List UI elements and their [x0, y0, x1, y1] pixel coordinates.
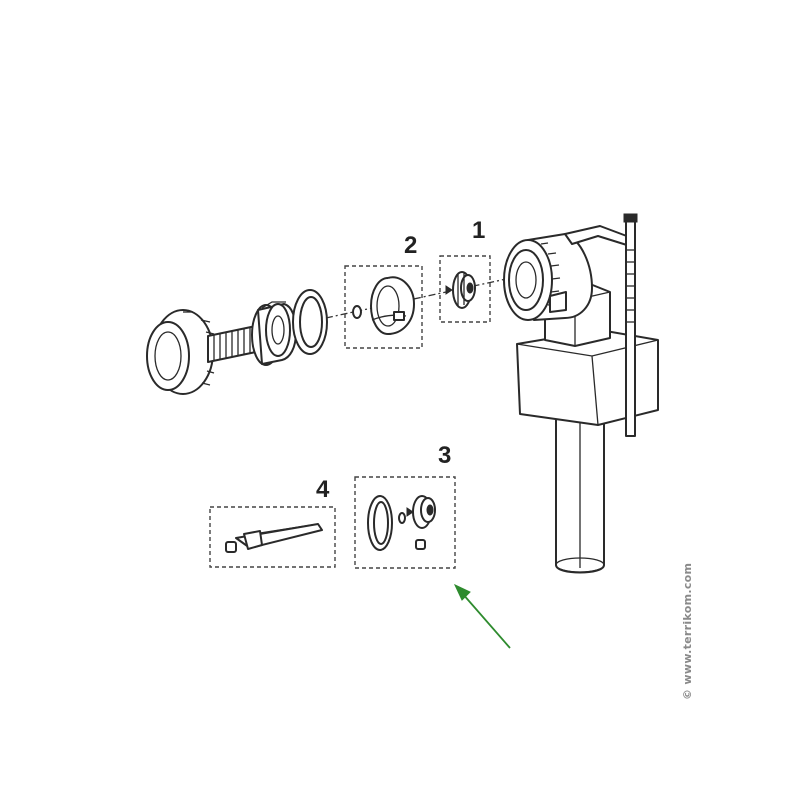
watermark-text: © www.terrikom.com — [681, 562, 694, 700]
callout-2: 2 — [404, 232, 418, 259]
float-box — [516, 329, 659, 426]
flange-body — [251, 301, 297, 366]
part-3-box — [354, 476, 456, 569]
part-4-box — [209, 506, 336, 568]
callout-4: 4 — [316, 476, 330, 503]
threaded-shank — [207, 325, 257, 363]
callout-1: 1 — [472, 217, 486, 244]
part-2-box — [344, 265, 423, 349]
small-o-ring — [352, 305, 362, 319]
part-4-kit — [225, 523, 323, 553]
valve-body — [503, 213, 659, 574]
pointer-arrow — [453, 583, 511, 649]
diaphragm-cup — [370, 276, 415, 335]
large-o-ring — [292, 289, 328, 355]
part-3-kit — [367, 495, 436, 551]
callout-3: 3 — [438, 442, 452, 469]
part-1-box — [439, 255, 491, 323]
valve-insert — [445, 271, 476, 309]
knurled-nut — [146, 309, 217, 395]
adjustment-rod — [625, 219, 636, 437]
